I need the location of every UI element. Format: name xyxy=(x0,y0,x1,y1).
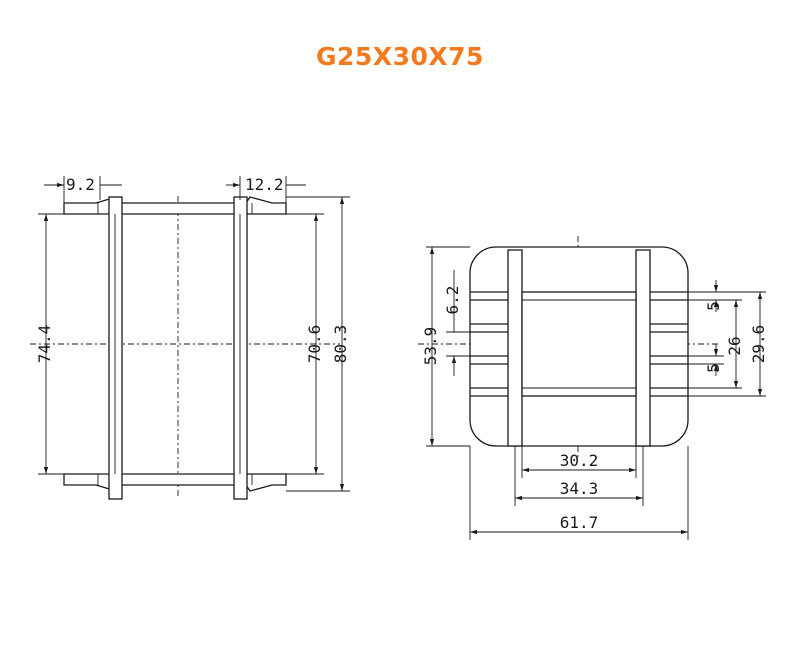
drawing-title: G25X30X75 xyxy=(316,42,484,71)
dim-5-bottom: 5 xyxy=(704,363,723,373)
dim-29-6: 29.6 xyxy=(749,325,768,364)
dim-80-3: 80.3 xyxy=(331,325,350,364)
dim-74-4: 74.4 xyxy=(35,325,54,364)
side-view: 9.2 12.2 74.4 70.6 80.3 xyxy=(30,175,350,500)
dim-61-7: 61.7 xyxy=(560,513,599,532)
dim-12-2: 12.2 xyxy=(245,175,284,194)
dim-9-2: 9.2 xyxy=(66,175,95,194)
dim-26: 26 xyxy=(725,336,744,355)
dim-30-2: 30.2 xyxy=(560,451,599,470)
end-view: 53.9 6.2 5 5 26 29.6 30.2 xyxy=(418,236,768,540)
dim-6-2: 6.2 xyxy=(443,286,462,315)
dim-70-6: 70.6 xyxy=(305,325,324,364)
dim-5-top: 5 xyxy=(704,301,723,311)
dim-53-9: 53.9 xyxy=(421,327,440,366)
dim-34-3: 34.3 xyxy=(560,479,599,498)
